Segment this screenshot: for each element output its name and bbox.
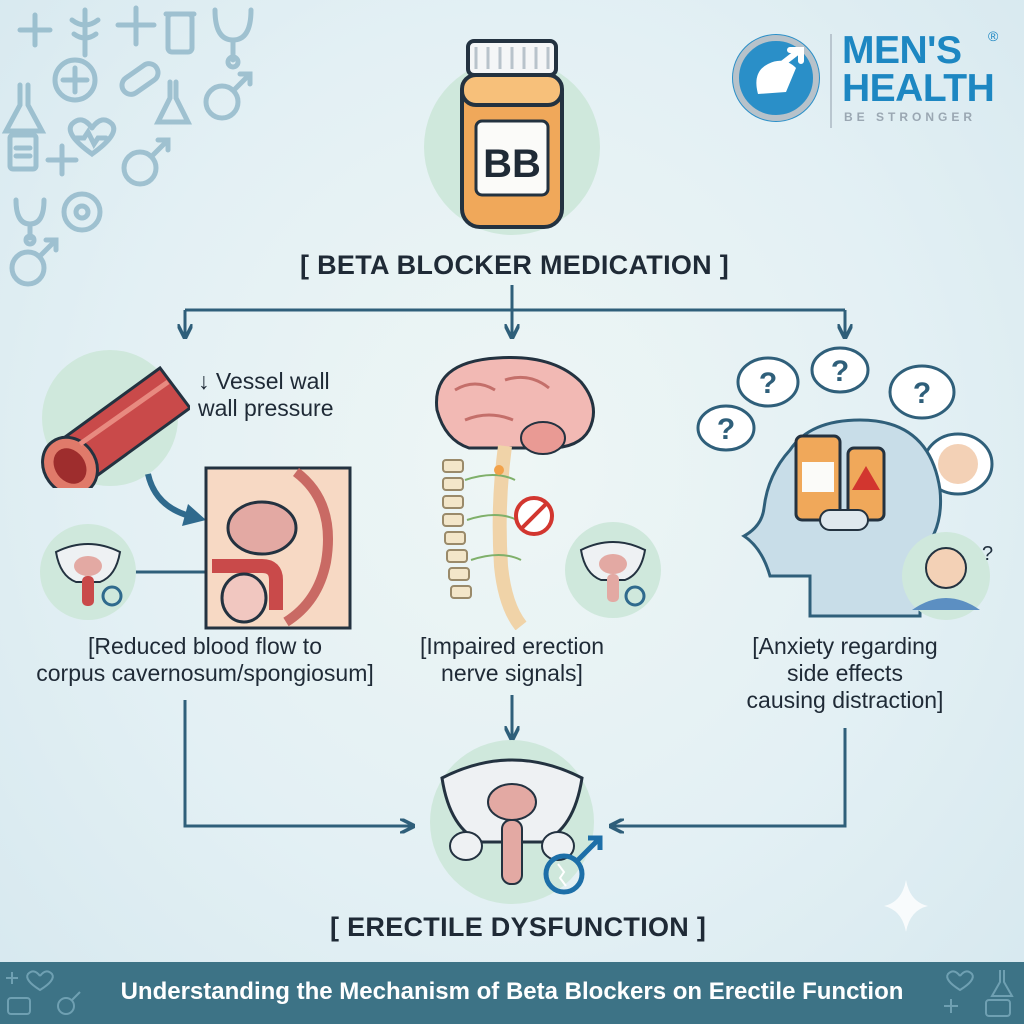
- heart-pulse-icon: [67, 117, 117, 158]
- male-symbol-icon: [203, 71, 253, 121]
- footer-title: Understanding the Mechanism of Beta Bloc…: [120, 978, 904, 1005]
- brand-tagline: BE STRONGER: [844, 110, 977, 124]
- male-symbol-icon-2: [121, 137, 171, 187]
- beta-blocker-heading: [ BETA BLOCKER MEDICATION ]: [300, 250, 730, 280]
- thought-bubble-icon: [736, 356, 800, 408]
- svg-text:?: ?: [717, 413, 735, 446]
- svg-text:?: ?: [831, 355, 849, 388]
- medical-cross-icon: [17, 12, 53, 48]
- anxiety-side-effects-label: [Anxiety regarding side effects causing …: [746, 633, 944, 713]
- pelvic-anatomy-illustration: [204, 466, 352, 630]
- flask-icon-2: [153, 79, 193, 125]
- dial-icon: [61, 191, 103, 233]
- arrow-psych-to-ed: [612, 728, 847, 826]
- stethoscope-icon: [212, 7, 254, 70]
- arrow-to-vascular: [185, 308, 845, 336]
- brand-name: MEN'S HEALTH: [842, 29, 995, 110]
- medical-cross-icon-2: [45, 143, 79, 177]
- pelvis-small-illustration: [40, 524, 136, 620]
- svg-text:?: ?: [982, 543, 993, 565]
- impaired-nerve-signals-label: [Impaired erection nerve signals]: [419, 633, 605, 686]
- clipboard-icon: [7, 132, 39, 172]
- plus-circle-icon: [52, 57, 98, 103]
- male-symbol-icon-3: [9, 237, 59, 287]
- svg-text:?: ?: [759, 367, 777, 400]
- thought-bubble-icon: [888, 364, 956, 420]
- anxiety-head-illustration: ? ? ? ? ?: [696, 346, 994, 620]
- plus-icon: [115, 5, 157, 47]
- reduced-blood-flow-label: [Reduced blood flow to corpus cavernosum…: [36, 633, 374, 686]
- blood-vessel-illustration: [41, 350, 190, 488]
- pill-bottle-icon: [163, 11, 197, 55]
- erectile-dysfunction-heading: [ ERECTILE DYSFUNCTION ]: [330, 912, 707, 942]
- thought-bubble-icon: [696, 404, 756, 452]
- arrow-vascular-to-ed: [183, 700, 412, 826]
- svg-text:?: ?: [913, 377, 931, 410]
- vessel-pressure-note: ↓ Vessel wall wall pressure: [198, 368, 334, 421]
- brand-logo: MEN'S HEALTH ® BE STRONGER: [730, 28, 1010, 138]
- stethoscope-icon-2: [13, 197, 47, 247]
- medical-icon-pattern: [1, 5, 254, 287]
- brain-spine-illustration: [435, 356, 595, 630]
- pill-icon: [119, 61, 161, 97]
- footer-icons-left: [6, 970, 81, 1015]
- footer-banner: Understanding the Mechanism of Beta Bloc…: [0, 962, 1024, 1024]
- curved-arrow-icon: [145, 473, 206, 526]
- beta-blocker-bottle-illustration: [424, 39, 600, 235]
- broken-male-symbol-icon: [543, 835, 603, 895]
- erectile-dysfunction-illustration: [430, 740, 603, 904]
- sparkle-icon: [884, 880, 928, 932]
- bottle-label: BB: [483, 142, 541, 186]
- caduceus-icon: [69, 7, 101, 58]
- registered-mark: ®: [988, 28, 999, 44]
- thought-bubble-icon: [810, 346, 870, 394]
- brand-emblem-icon: [732, 34, 820, 122]
- flask-icon: [1, 82, 47, 134]
- footer-icons-right: [944, 970, 1014, 1017]
- pelvis-small-illustration-2: [565, 522, 661, 618]
- brand-separator: [830, 34, 832, 128]
- blocked-signal-icon: [514, 496, 554, 536]
